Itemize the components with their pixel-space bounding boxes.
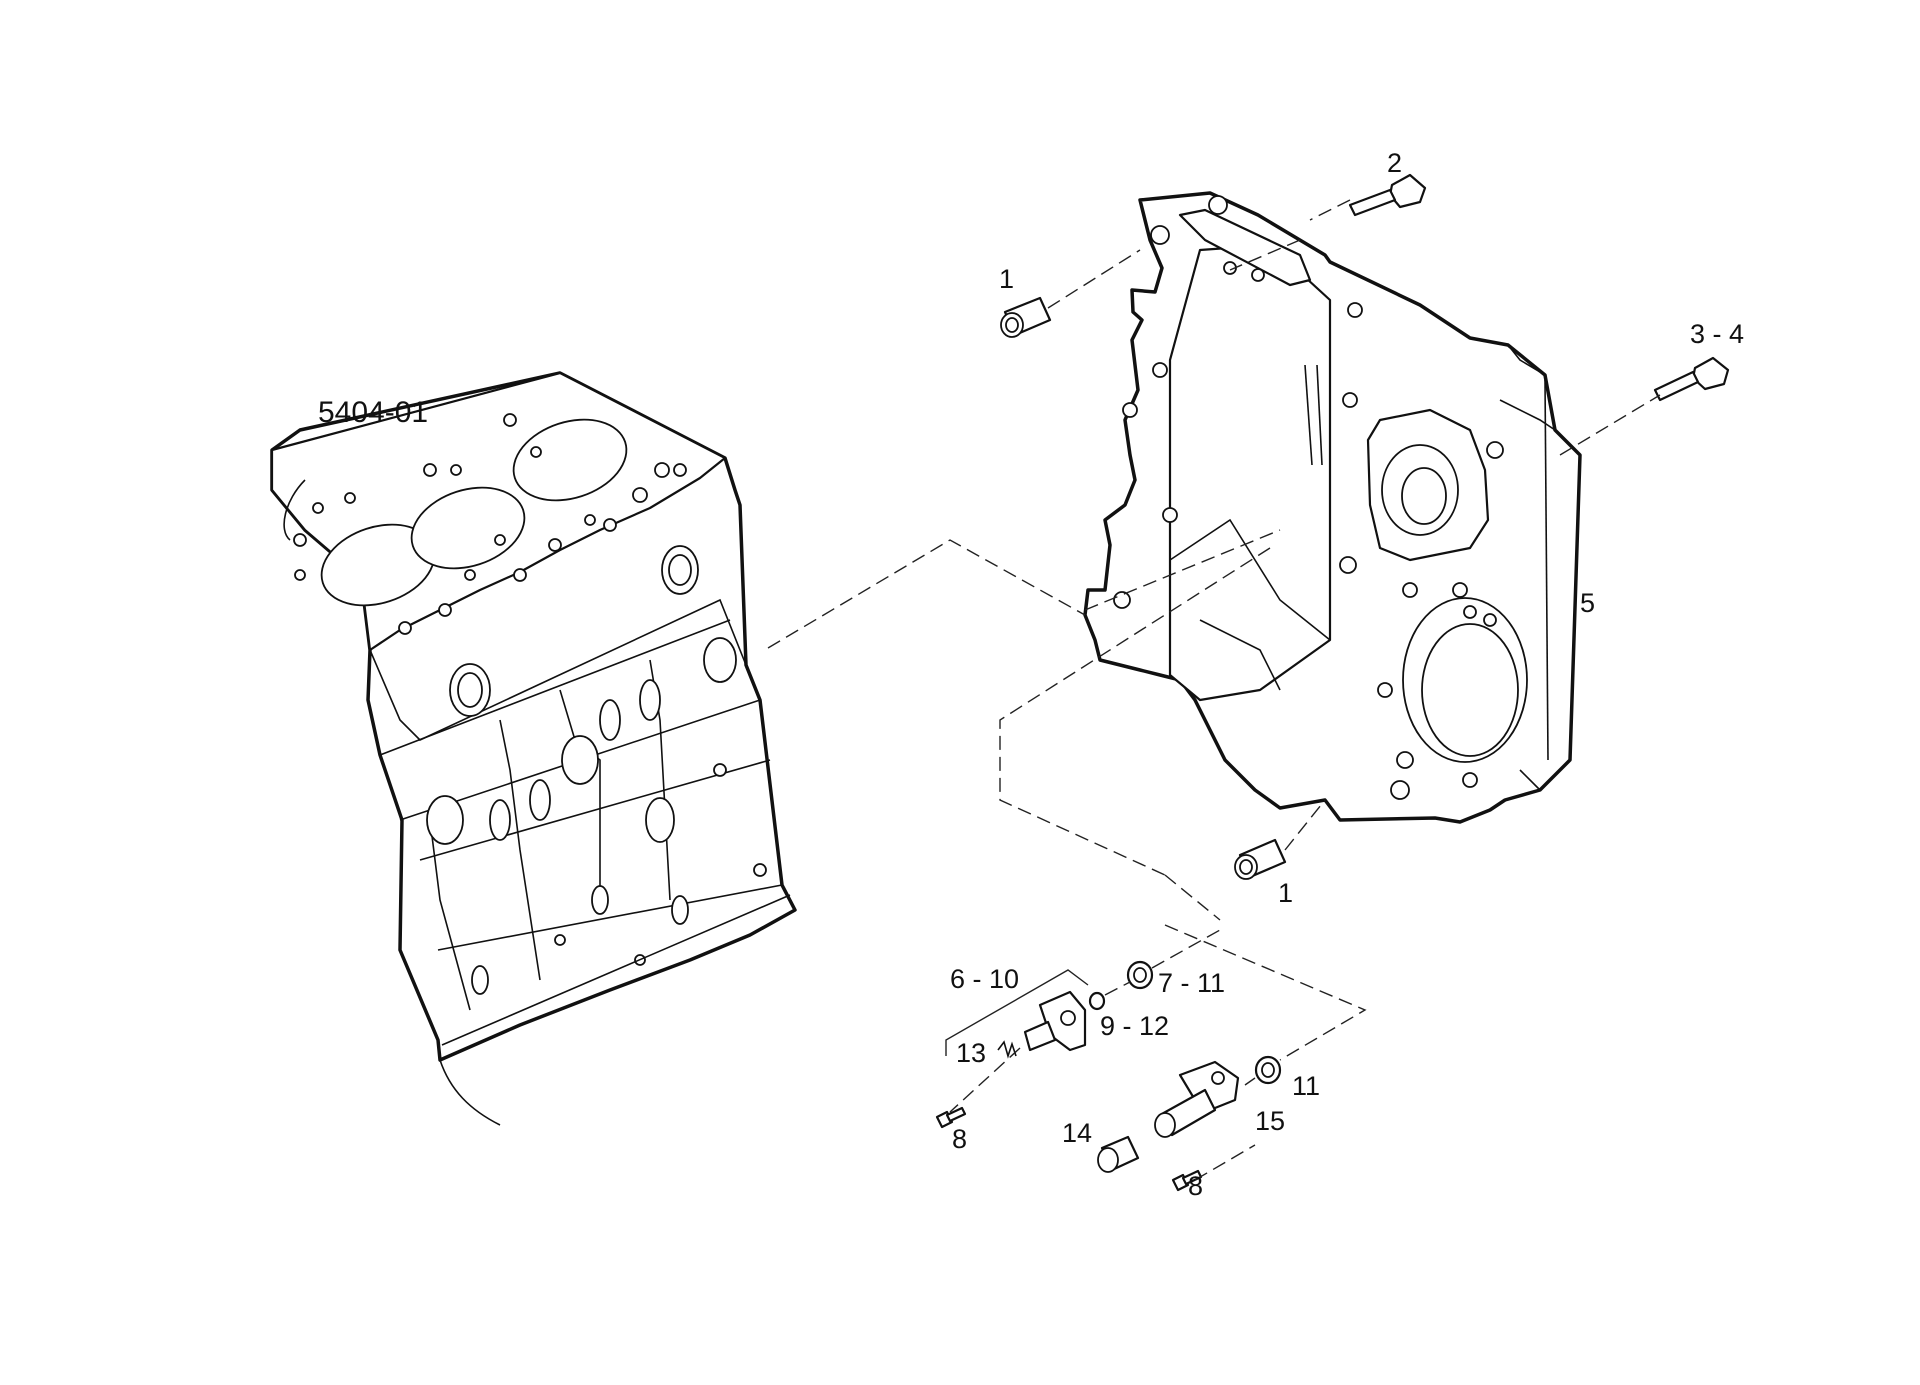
- reference-label: 5404-01: [318, 396, 428, 429]
- sleeve-part-bottom: [1234, 838, 1287, 880]
- screw-part-8-left: [935, 1106, 967, 1129]
- leader-lines: [767, 199, 1661, 1181]
- callout-11: 11: [1292, 1071, 1320, 1101]
- bolt-part-2: [1348, 173, 1427, 217]
- pump-part-6-10: [1023, 990, 1087, 1052]
- callout-2: 2: [1387, 148, 1402, 178]
- plug-part-14: [1097, 1135, 1140, 1173]
- bolt-part-3-4: [1653, 356, 1730, 402]
- callout-1-bottom: 1: [1278, 878, 1293, 908]
- callout-9-12: 9 - 12: [1100, 1011, 1169, 1041]
- ring-part-9-12: [1088, 991, 1106, 1011]
- pipe-part-15: [1154, 1060, 1240, 1138]
- callout-8-right: 8: [1188, 1171, 1203, 1201]
- callout-14: 14: [1062, 1118, 1092, 1148]
- callout-3-4: 3 - 4: [1690, 319, 1744, 349]
- callout-15: 15: [1255, 1106, 1285, 1136]
- callout-1-top: 1: [999, 264, 1014, 294]
- callout-8-left: 8: [952, 1124, 967, 1154]
- ring-part-7-11: [1126, 960, 1154, 990]
- spring-part-13: [997, 1040, 1017, 1059]
- callout-5: 5: [1580, 588, 1595, 618]
- callout-7-11: 7 - 11: [1158, 968, 1225, 998]
- callout-6-10: 6 - 10: [950, 964, 1019, 994]
- engine-block-illustration: [270, 371, 797, 1126]
- ring-part-11: [1254, 1055, 1282, 1085]
- sleeve-part-top: [1000, 296, 1052, 338]
- callout-13: 13: [956, 1038, 986, 1068]
- gear-housing-illustration: [1083, 191, 1582, 824]
